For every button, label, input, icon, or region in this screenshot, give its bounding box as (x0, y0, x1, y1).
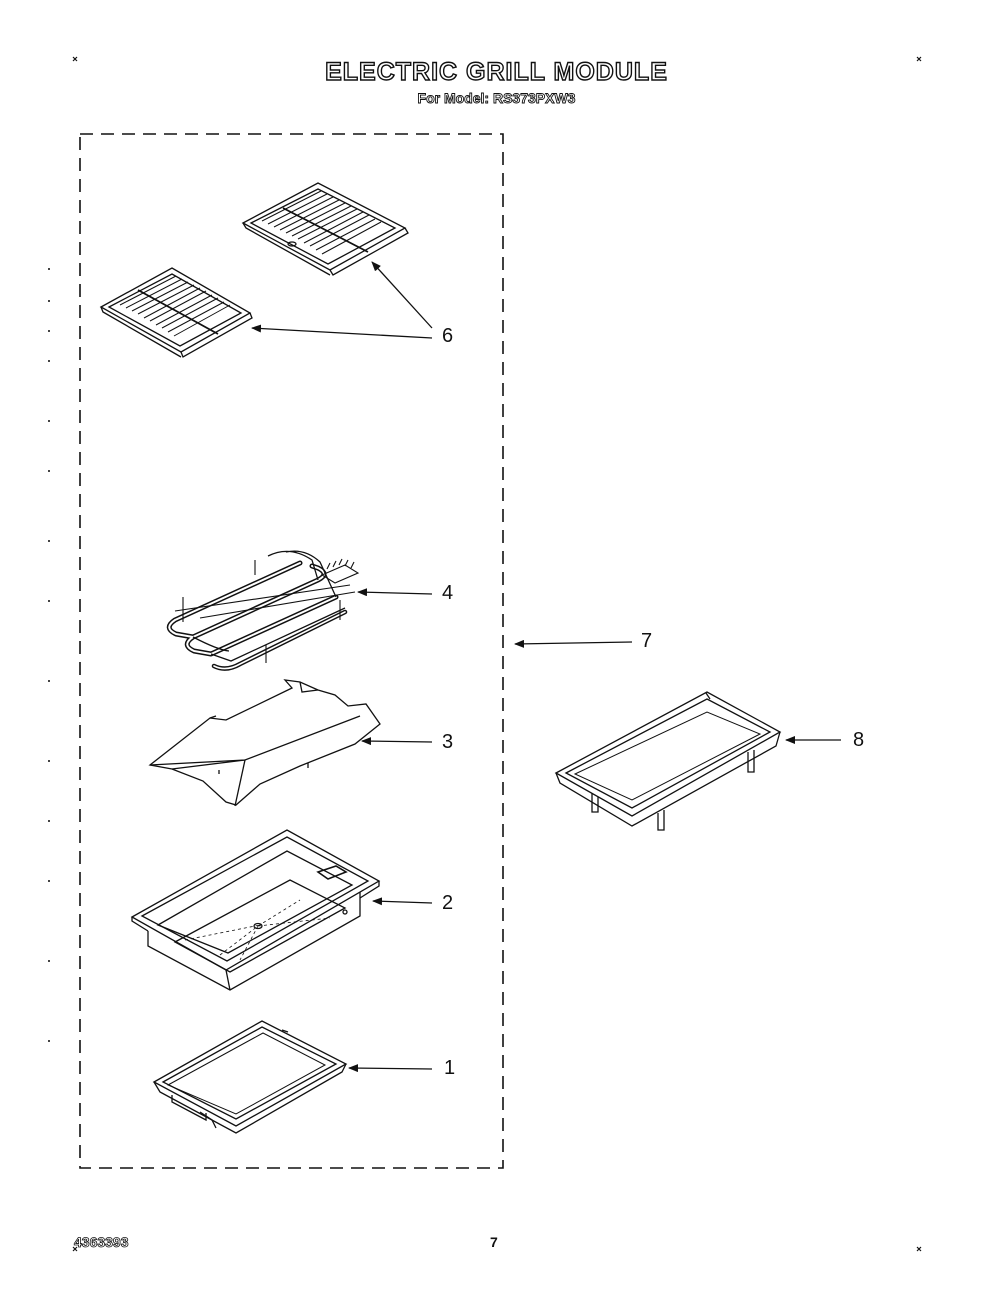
callout-7: 7 (641, 630, 653, 652)
leader-lines (251, 261, 841, 1073)
griddle-tray (554, 691, 782, 831)
callout-2: 2 (442, 892, 454, 914)
callout-3: 3 (442, 731, 454, 753)
model-subtitle: For Model: RS373PXW3 (417, 90, 576, 107)
margin-dots (48, 268, 50, 1042)
registration-marks (72, 56, 922, 1252)
callout-6: 6 (442, 325, 454, 347)
callout-1: 1 (444, 1057, 456, 1079)
grill-grate-upper (241, 182, 409, 276)
drip-tray (152, 1020, 348, 1134)
reflector-shield (148, 679, 381, 807)
page-number: 7 (490, 1234, 498, 1250)
grill-grate-lower (99, 267, 253, 358)
callout-4: 4 (442, 582, 454, 604)
heating-element (166, 550, 360, 671)
document-code: 4363393 (74, 1234, 129, 1251)
grill-pan (130, 829, 381, 991)
kit-boundary-7 (79, 133, 504, 1169)
callout-8: 8 (853, 729, 865, 751)
page-title: ELECTRIC GRILL MODULE (324, 57, 668, 86)
